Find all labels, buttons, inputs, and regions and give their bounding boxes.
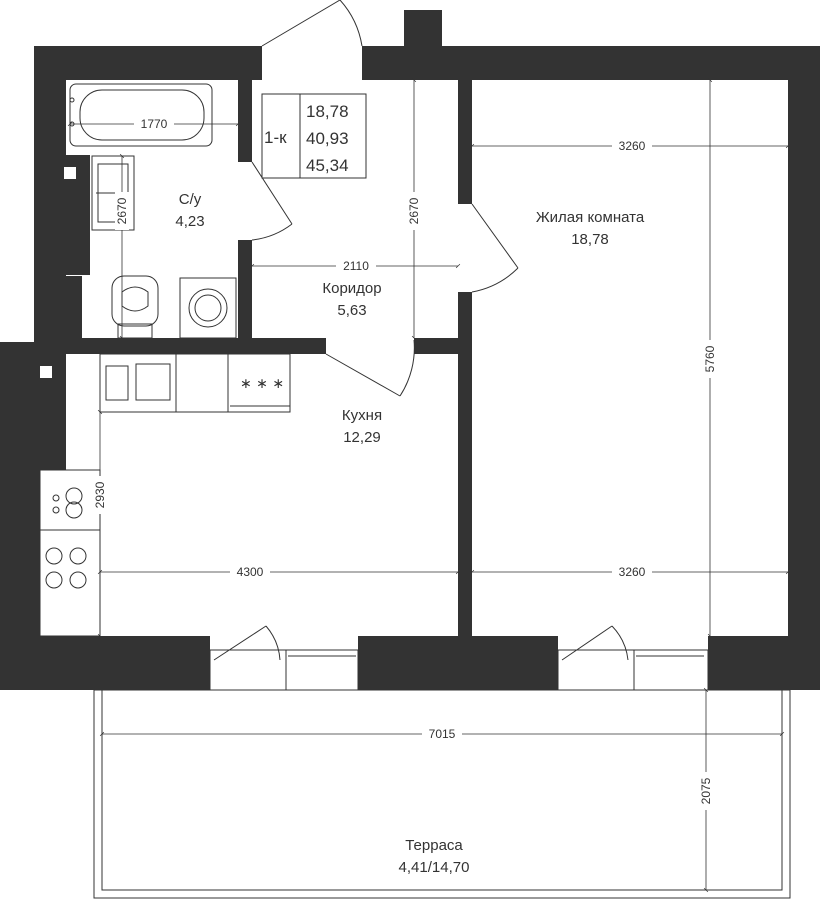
living-room-name: Жилая комната [536,209,645,226]
wall-bottom-right [708,636,820,690]
dim-terrace-width: 7015 [429,727,456,741]
bathtub [69,83,213,147]
kitchen-name: Кухня [342,407,382,424]
washing-machine [179,277,237,339]
corridor-area: 5,63 [337,302,366,319]
living-door [471,203,519,293]
wall-kitchen-top-right [414,338,472,354]
kitchen-door [325,339,415,397]
kitchen-counter-top: ∗ ∗ ∗ [99,353,291,413]
wall-center-lower [458,292,472,636]
dim-bath-height: 2670 [115,197,129,224]
toilet [111,275,159,339]
dim-living-width-bottom: 3260 [619,565,646,579]
wall-bath-corridor-top [238,80,252,162]
dim-living-height: 5760 [703,345,717,372]
entrance-door [261,0,363,47]
terrace-outline [93,689,791,899]
living-window [557,625,709,691]
terrace-area: 4,41/14,70 [399,859,470,876]
vent-square [64,167,76,179]
wall-left-shaft [34,155,90,275]
living-area-value: 18,78 [306,102,349,121]
dim-kitchen-width: 4300 [237,565,264,579]
apartment-summary: 1-к 18,78 40,93 45,34 [261,93,367,179]
dim-bath-width: 1770 [141,117,168,131]
wall-top-right [362,46,820,80]
bathroom-door [251,161,293,241]
living-room-area: 18,78 [571,231,609,248]
dim-corridor-height: 2670 [407,197,421,224]
kitchen-counter-left [39,469,101,637]
total-area-value: 40,93 [306,129,349,148]
wall-kitchen-top-left [34,338,326,354]
dim-kitchen-side: 2930 [93,481,107,508]
wall-chimney [404,10,442,50]
kitchen-window [209,625,359,691]
wall-bath-left-inner [66,276,82,342]
wall-right [788,46,820,690]
wall-bottom-left [0,636,210,690]
bathroom-name: С/у [179,191,202,208]
bathroom-area: 4,23 [175,213,204,230]
wall-center-upper [458,80,472,204]
wall-left-lower [0,342,66,470]
dim-terrace-depth: 2075 [699,777,713,804]
vent-square-2 [40,366,52,378]
kitchen-area: 12,29 [343,429,381,446]
dim-living-width-top: 3260 [619,139,646,153]
svg-text:∗ ∗ ∗: ∗ ∗ ∗ [240,376,284,392]
wall-top-left [34,46,262,80]
apartment-type: 1-к [264,128,287,147]
corridor-name: Коридор [322,280,381,297]
wall-bottom-mid [358,636,558,690]
dim-corridor-width: 2110 [343,259,369,273]
dimension-lines [67,77,791,893]
terrace-name: Терраса [405,837,463,854]
walls [0,10,820,690]
wall-bath-corridor-bottom [238,240,252,354]
total-area-terrace-value: 45,34 [306,156,349,175]
dimension-label-bg [93,117,717,810]
